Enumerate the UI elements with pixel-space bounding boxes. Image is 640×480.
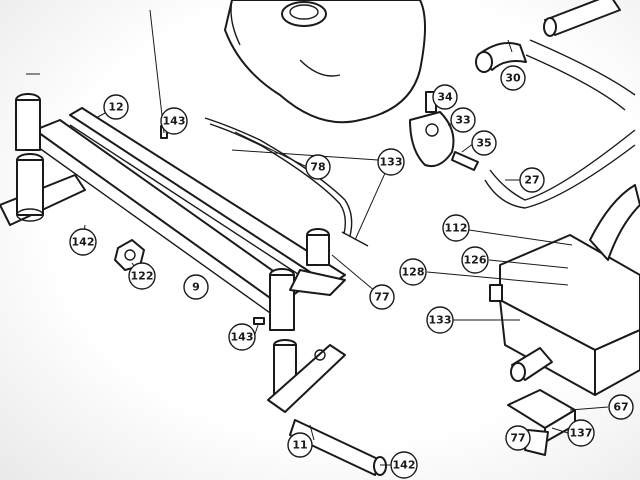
callout-67: 67 [608,394,634,420]
callout-9: 9 [183,274,209,300]
svg-text:30: 30 [505,72,521,85]
svg-text:67: 67 [613,401,628,414]
left-post [15,93,44,222]
elbow-fitting [475,42,527,73]
callout-27: 27 [519,167,545,193]
callout-77-lower: 77 [505,425,531,451]
callout-33: 33 [450,107,476,133]
svg-text:142: 142 [393,459,416,472]
fuel-valve [409,91,479,171]
bracket-plate [267,269,346,413]
svg-text:78: 78 [310,161,325,174]
callout-122: 122 [128,262,156,290]
callout-11: 11 [287,432,313,458]
svg-text:143: 143 [231,331,254,344]
callout-137: 137 [567,419,595,447]
svg-text:35: 35 [476,137,491,150]
svg-text:122: 122 [131,270,154,283]
svg-text:33: 33 [455,114,470,127]
hose-top-right [543,0,621,37]
svg-text:143: 143 [163,115,186,128]
callout-112: 112 [442,214,470,242]
callout-30: 30 [500,65,526,91]
bushing [510,347,553,382]
svg-text:133: 133 [380,156,403,169]
svg-text:12: 12 [108,101,123,114]
callout-34: 34 [432,84,458,110]
frame-rail-upper [69,107,346,296]
svg-text:77: 77 [374,291,389,304]
caster-bracket [507,389,576,456]
callout-142-lower: 142 [390,451,418,479]
svg-text:77: 77 [510,432,525,445]
callout-77-upper: 77 [369,284,395,310]
svg-text:34: 34 [437,91,453,104]
svg-text:133: 133 [429,314,452,327]
callout-126: 126 [461,246,489,274]
callout-12: 12 [103,94,129,120]
grease-fitting-lower [253,317,265,325]
svg-text:128: 128 [402,266,425,279]
svg-text:126: 126 [464,254,487,267]
callout-142-upper: 142 [69,228,97,256]
callout-143-lower: 143 [228,323,256,351]
right-assembly [489,184,640,396]
callout-133-lower: 133 [426,306,454,334]
svg-text:11: 11 [292,439,307,452]
svg-text:9: 9 [192,281,200,294]
svg-text:27: 27 [524,174,539,187]
filler-neck [281,1,327,27]
callout-128: 128 [399,258,427,286]
callout-143-upper: 143 [160,107,188,135]
callout-78: 78 [305,154,331,180]
fuel-hose [484,39,636,209]
frame-rail-lower [34,119,301,321]
svg-text:112: 112 [445,222,468,235]
fuel-tank [224,0,426,124]
svg-text:137: 137 [570,427,593,440]
callout-35: 35 [471,130,497,156]
callout-133-upper: 133 [377,148,405,176]
svg-text:142: 142 [72,236,95,249]
